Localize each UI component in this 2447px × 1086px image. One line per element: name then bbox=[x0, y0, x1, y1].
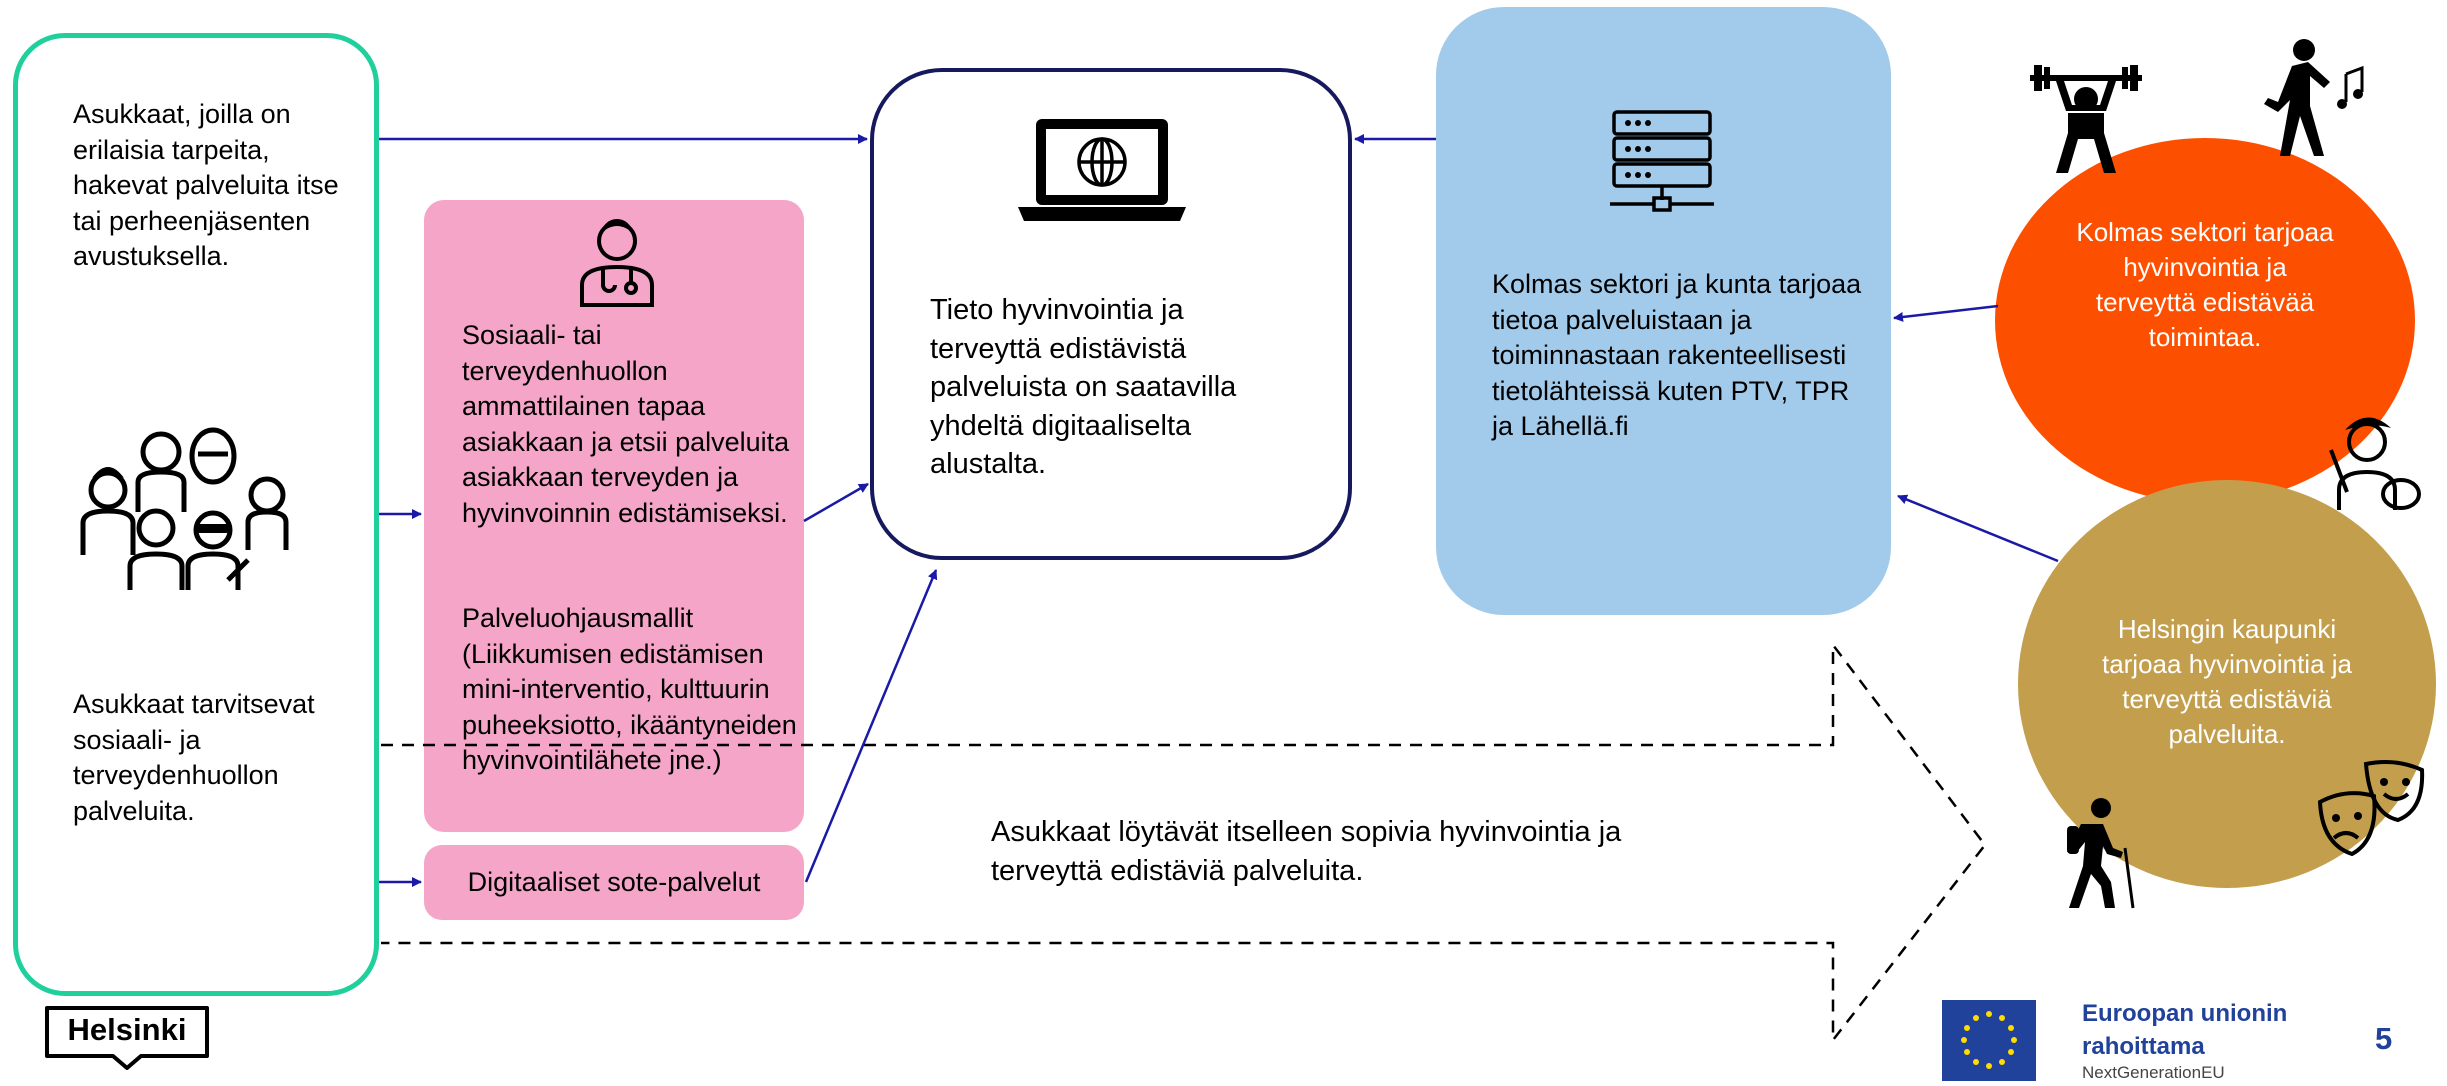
residents-self-service-text: Asukkaat, joilla on erilaisia tarpeita, … bbox=[73, 99, 339, 271]
helsinki-logo: Helsinki bbox=[67, 1012, 187, 1047]
eu-funding-line1: Euroopan unionin bbox=[2082, 1000, 2288, 1027]
service-guidance-models-text: Palveluohjausmallit (Liikkumisen edistäm… bbox=[462, 603, 797, 775]
arrow-digital-to-platform bbox=[804, 569, 938, 883]
third-sector-text: Kolmas sektori tarjoaa hyvinvointia ja t… bbox=[2076, 217, 2334, 352]
helsinki-logo-shape bbox=[45, 1006, 209, 1070]
eu-flag-icon bbox=[1942, 1000, 2036, 1081]
third-sector-circle bbox=[1995, 138, 2415, 503]
digital-platform-text: Tieto hyvinvointia ja terveyttä edistävi… bbox=[930, 294, 1237, 480]
arrow-city-to-datasources bbox=[1897, 494, 2059, 563]
arrow-thirdsector-to-datasources bbox=[1893, 304, 1999, 322]
outcome-text: Asukkaat löytävät itselleen sopivia hyvi… bbox=[991, 816, 1622, 887]
weightlifter-icon bbox=[2030, 65, 2142, 173]
eu-nextgen-text: NextGenerationEU bbox=[2082, 1063, 2225, 1082]
painter-icon bbox=[2329, 417, 2421, 510]
digital-services-label: Digitaaliset sote-palvelut bbox=[467, 867, 761, 897]
data-sources-box bbox=[1436, 7, 1891, 615]
residents-box bbox=[13, 33, 379, 996]
server-icon bbox=[1610, 110, 1714, 212]
laptop-globe-icon bbox=[1018, 119, 1186, 221]
digital-services-box bbox=[424, 845, 804, 920]
eu-funding-line2: rahoittama bbox=[2082, 1033, 2205, 1060]
outcome-arrow-outline bbox=[381, 641, 1987, 1044]
hiker-icon bbox=[2067, 798, 2135, 909]
people-group-icon bbox=[80, 427, 289, 590]
dancer-icon bbox=[2264, 39, 2364, 156]
doctor-icon bbox=[580, 219, 654, 307]
residents-need-services-text: Asukkaat tarvitsevat sosiaali- ja tervey… bbox=[73, 689, 315, 826]
arrow-professional-to-platform bbox=[803, 482, 869, 523]
data-sources-text: Kolmas sektori ja kunta tarjoaa tietoa p… bbox=[1492, 269, 1862, 441]
city-services-text: Helsingin kaupunki tarjoaa hyvinvointia … bbox=[2101, 614, 2353, 749]
professional-text: Sosiaali- tai terveydenhuollon ammattila… bbox=[462, 320, 790, 528]
page-number: 5 bbox=[2375, 1021, 2393, 1056]
eu-funding-text: Euroopan unionin rahoittama bbox=[2082, 997, 2287, 1063]
city-services-circle bbox=[2018, 480, 2436, 888]
theater-masks-icon bbox=[2318, 760, 2425, 857]
